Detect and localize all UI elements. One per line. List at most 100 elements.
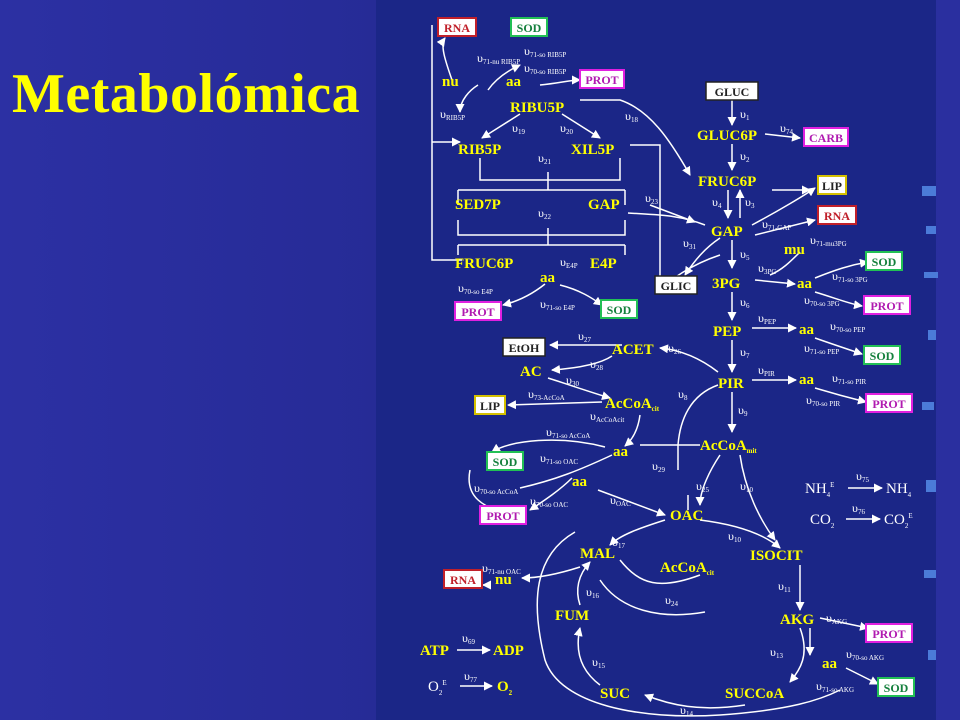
flux-label: υ27: [578, 329, 591, 344]
edge-3pg-prot: [814, 291, 863, 310]
box-lip-right: LIP: [817, 175, 847, 195]
flux-label: υ70-so 3PG: [804, 293, 840, 308]
flux-label: υ71-so AKG: [816, 679, 854, 694]
flux-label: υ69: [462, 631, 475, 646]
svg-text:SOD: SOD: [517, 21, 542, 35]
node-acet: ACET: [612, 342, 654, 358]
edge-akg-prot: [819, 617, 869, 631]
metabolite-nodes: RIBU5P RIB5P XIL5P SED7P GAP FRUC6P E4P …: [420, 74, 913, 702]
node-pir: PIR: [718, 376, 744, 392]
edge-pir-oac-rail: [677, 384, 719, 470]
node-gluc6p: GLUC6P: [697, 128, 757, 144]
box-etoh: EtOH: [502, 337, 546, 357]
flux-label: υE4P: [560, 255, 578, 270]
svg-text:PROT: PROT: [872, 627, 905, 641]
svg-text:RNA: RNA: [450, 573, 476, 587]
box-sod-akg: SOD: [877, 677, 915, 697]
flux-label: υ71-so PEP: [804, 341, 839, 356]
edge-nu-to-rib: [455, 84, 479, 113]
flux-label: υ71-so OAC: [540, 451, 578, 466]
edge-aa-sod-oac: [519, 454, 613, 489]
flux-label: υ71-mu3PG: [810, 233, 847, 248]
node-o2: O2: [497, 679, 513, 697]
node-mu-gap: mu: [784, 242, 805, 258]
edge-aa-prot-oac: [529, 477, 573, 511]
flux-label: υ3: [745, 195, 755, 210]
edge-mu-3pg: [769, 251, 801, 276]
flux-label: υ10: [728, 529, 741, 544]
node-e4p: E4P: [590, 256, 617, 272]
svg-text:EtOH: EtOH: [509, 341, 540, 355]
flux-label: υ15: [592, 655, 605, 670]
box-sod-3pg: SOD: [865, 251, 903, 271]
node-atp: ATP: [420, 643, 449, 659]
edge-accoamit-isocit: [739, 454, 776, 541]
flux-label: υ71-so RIB5P: [524, 44, 566, 59]
flux-label: υ29: [652, 459, 665, 474]
flux-label: υ2: [740, 149, 750, 164]
node-mal: MAL: [580, 546, 615, 562]
edge-xil-right-rail: [630, 144, 661, 290]
flux-label: υ70-so AcCoA: [474, 481, 518, 496]
flux-label: υ6: [740, 295, 750, 310]
flux-label: υ70-so E4P: [458, 281, 493, 296]
node-nh4: NH4: [886, 481, 912, 499]
diagram-panel: [376, 0, 936, 720]
flux-label: υ25: [696, 479, 709, 494]
edge-aa-sod-e4p: [559, 284, 603, 306]
box-sod-top: SOD: [510, 17, 548, 37]
node-ribu5p: RIBU5P: [510, 100, 564, 116]
box-prot-left: PROT: [479, 505, 527, 525]
flux-label: υ71-so PIR: [832, 371, 866, 386]
node-isocit: ISOCIT: [750, 548, 803, 564]
edge-decoration: [918, 180, 942, 680]
svg-text:PROT: PROT: [486, 509, 519, 523]
flux-label: υ71-nu RIB5P: [477, 51, 520, 66]
edge-ribu5p-xil5p: [561, 113, 601, 139]
box-rna-top: RNA: [437, 17, 477, 37]
box-prot-e4p: PROT: [454, 301, 502, 321]
edge-gluc6p-carb: [764, 132, 801, 142]
slide-title: Metabolómica: [12, 63, 361, 125]
flux-label: υ22: [538, 206, 551, 221]
edge-rib5p-sod: [487, 64, 521, 91]
node-co2e: CO2E: [884, 512, 913, 530]
edge-aa-sod-akg: [845, 667, 879, 685]
svg-text:LIP: LIP: [822, 179, 842, 193]
node-succoa: SUCCoA: [725, 686, 784, 702]
flux-label: υ71-nu OAC: [482, 561, 521, 576]
edge-oac-isocit: [699, 519, 781, 549]
edge-oac-mal: [609, 519, 666, 546]
pool-boxes: RNA SOD PROT GLUC CARB LIP RNA SOD PROT …: [437, 17, 915, 697]
edge-aa-oac: [597, 489, 666, 517]
svg-text:PROT: PROT: [870, 299, 903, 313]
svg-text:PROT: PROT: [872, 397, 905, 411]
edge-rib5p-prot: [539, 75, 581, 86]
box-sod-e4p: SOD: [600, 299, 638, 319]
flux-label: υ11: [778, 579, 791, 594]
svg-text:SOD: SOD: [884, 681, 909, 695]
flux-label: υ5: [740, 247, 750, 262]
node-gap-ppp: GAP: [588, 197, 620, 213]
flux-label: υ30: [566, 373, 579, 388]
node-nu-oac: nu: [495, 572, 512, 588]
svg-text:PROT: PROT: [461, 305, 494, 319]
box-rna-right: RNA: [817, 205, 857, 225]
node-adp: ADP: [493, 643, 524, 659]
flux-label: υ71-so AcCoA: [546, 425, 590, 440]
svg-text:RNA: RNA: [444, 21, 470, 35]
node-aa-oac: aa: [572, 474, 588, 490]
svg-text:PROT: PROT: [585, 73, 618, 87]
flux-label: υ18: [625, 109, 638, 124]
flux-label: υ70-so RIB5P: [524, 61, 566, 76]
svg-text:GLIC: GLIC: [661, 279, 692, 293]
flux-label: υ70-so AKG: [846, 647, 884, 662]
flux-label: υ10: [740, 479, 753, 494]
node-gap: GAP: [711, 224, 743, 240]
flux-label: υ76: [852, 501, 865, 516]
node-aa-e4p: aa: [540, 270, 556, 286]
box-prot-top: PROT: [579, 69, 625, 89]
box-carb: CARB: [803, 127, 849, 147]
node-ac: AC: [520, 364, 542, 380]
svg-text:GLUC: GLUC: [715, 85, 750, 99]
